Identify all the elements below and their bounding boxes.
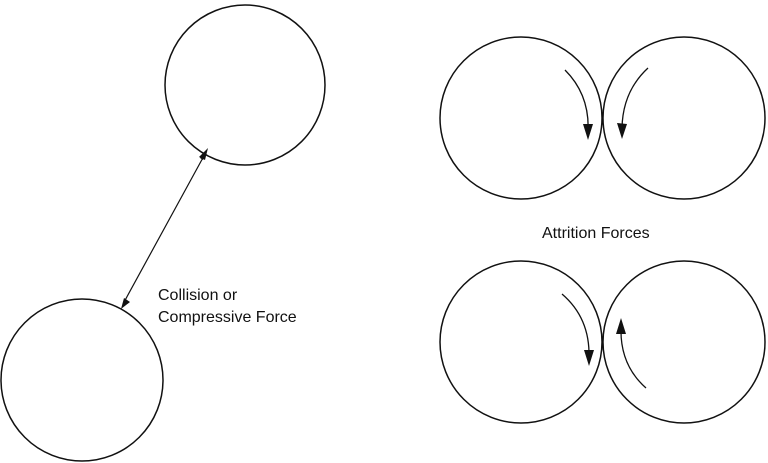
compressive-force-line [122,153,206,305]
attrition-bottom-right-particle [602,260,766,424]
attrition-top-right-arrowhead [617,123,627,139]
attrition-top-left-arrow [564,69,589,133]
attrition-bottom-left-arrow [561,293,590,358]
attrition-top-left-particle [439,36,603,200]
compressive-arrowhead-top-fill [199,148,208,160]
upper-particle [164,4,326,166]
attrition-bottom-left-arrowhead [584,350,594,366]
attrition-top-right-particle [602,36,766,200]
collision-label: Collision or Compressive Force [158,285,297,329]
compressive-arrowhead-bottom [121,298,130,309]
attrition-label: Attrition Forces [542,225,650,242]
collision-label-line2: Compressive Force [158,309,297,326]
attrition-bottom-right-arrow [620,327,647,389]
attrition-top-right-arrow [621,67,649,131]
attrition-bottom-left-particle [439,260,603,424]
collision-label-line1: Collision or [158,287,238,304]
attrition-bottom-right-arrowhead [616,318,626,334]
lower-particle [0,298,164,462]
attrition-top-left-arrowhead [583,124,593,140]
